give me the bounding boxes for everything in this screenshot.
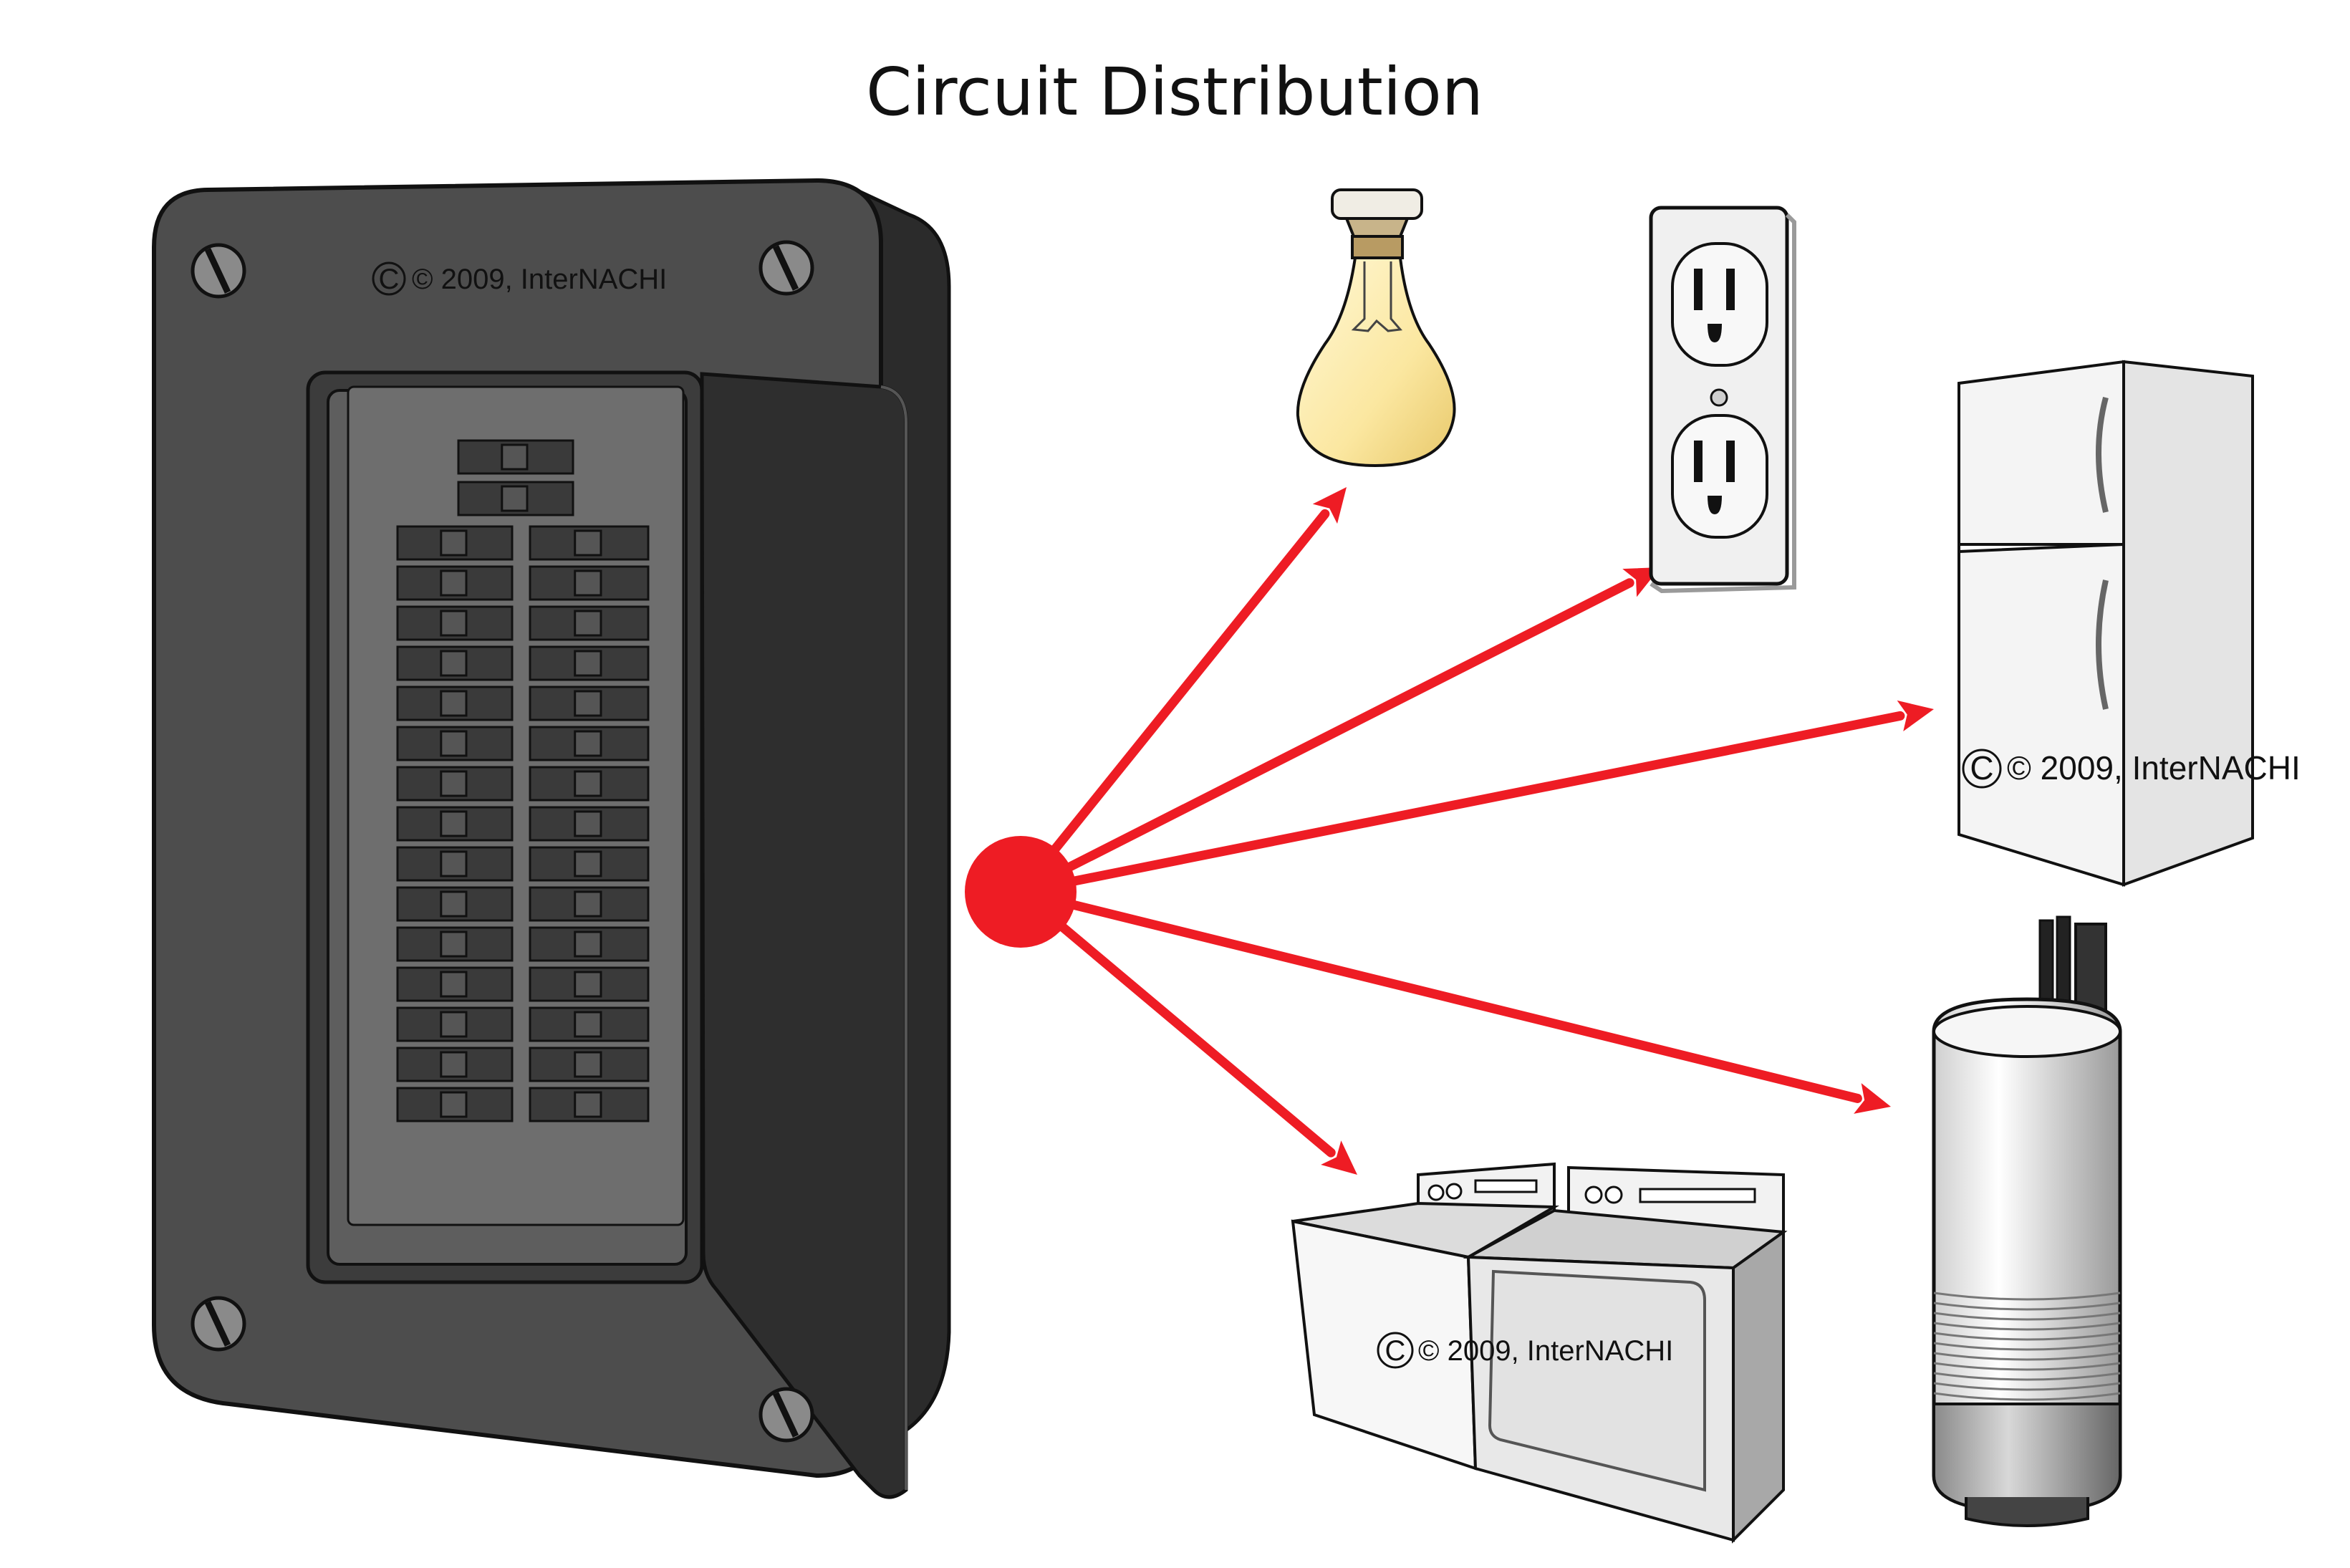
breaker-switch [396, 525, 514, 561]
svg-text:© 2009, InterNACHI: © 2009, InterNACHI [2007, 749, 2301, 787]
panel-watermark: C © 2009, InterNACHI [372, 261, 667, 296]
breaker-switch [529, 1087, 650, 1122]
breaker-switch [396, 605, 514, 641]
breaker-switch [529, 966, 650, 1002]
breaker-switch [396, 926, 514, 962]
breaker-switch [396, 1006, 514, 1042]
breaker-switch [529, 565, 650, 601]
breaker-switch [457, 439, 574, 475]
breaker-switch [529, 766, 650, 802]
breaker-panel-icon: C © 2009, InterNACHI [152, 178, 951, 1499]
svg-text:© 2009, InterNACHI: © 2009, InterNACHI [1418, 1335, 1673, 1367]
breaker-switch [529, 525, 650, 561]
breaker-switch [396, 645, 514, 681]
distribution-arrow [1016, 887, 1357, 1175]
motor-capacitor-icon [1932, 915, 2122, 1527]
svg-text:C: C [379, 264, 400, 295]
breaker-switch [529, 1006, 650, 1042]
panel-screw-icon [191, 240, 814, 1443]
svg-text:C: C [1970, 749, 1993, 787]
refrigerator-icon: C © 2009, InterNACHI [1957, 360, 2301, 887]
breaker-switch [396, 886, 514, 922]
breaker-switch [396, 1047, 514, 1082]
breaker-switch [529, 926, 650, 962]
breaker-switch [529, 806, 650, 842]
breaker-switches [396, 439, 650, 1122]
distribution-hub-icon [965, 836, 1077, 948]
breaker-switch [396, 686, 514, 721]
breaker-switch [396, 766, 514, 802]
breaker-switch [529, 686, 650, 721]
breaker-switch [529, 1047, 650, 1082]
wall-outlet-icon [1649, 206, 1796, 594]
breaker-switch [529, 726, 650, 761]
light-bulb-icon [1296, 188, 1456, 468]
breaker-switch [396, 966, 514, 1002]
distribution-arrow [1016, 700, 1934, 897]
breaker-switch [529, 645, 650, 681]
fridge-watermark: C © 2009, InterNACHI [1962, 749, 2301, 789]
svg-text:© 2009, InterNACHI: © 2009, InterNACHI [412, 264, 667, 295]
capacitor-ribs [1933, 1292, 2121, 1401]
breaker-switch [396, 726, 514, 761]
breaker-switch [529, 846, 650, 882]
washer-dryer-icon: C © 2009, InterNACHI [1291, 1162, 1788, 1544]
breaker-switch [396, 1087, 514, 1122]
distribution-arrow [1016, 567, 1660, 897]
laundry-watermark: C © 2009, InterNACHI [1377, 1332, 1673, 1369]
distribution-arrow [1016, 887, 1891, 1114]
breaker-switch [396, 806, 514, 842]
diagram-title: Circuit Distribution [866, 54, 1483, 130]
svg-text:C: C [1385, 1335, 1406, 1367]
breaker-switch [457, 481, 574, 516]
distribution-arrows [1016, 487, 1934, 1175]
distribution-arrow [1016, 487, 1347, 897]
breaker-switch [529, 886, 650, 922]
breaker-switch [529, 605, 650, 641]
breaker-switch [396, 565, 514, 601]
breaker-switch [396, 846, 514, 882]
